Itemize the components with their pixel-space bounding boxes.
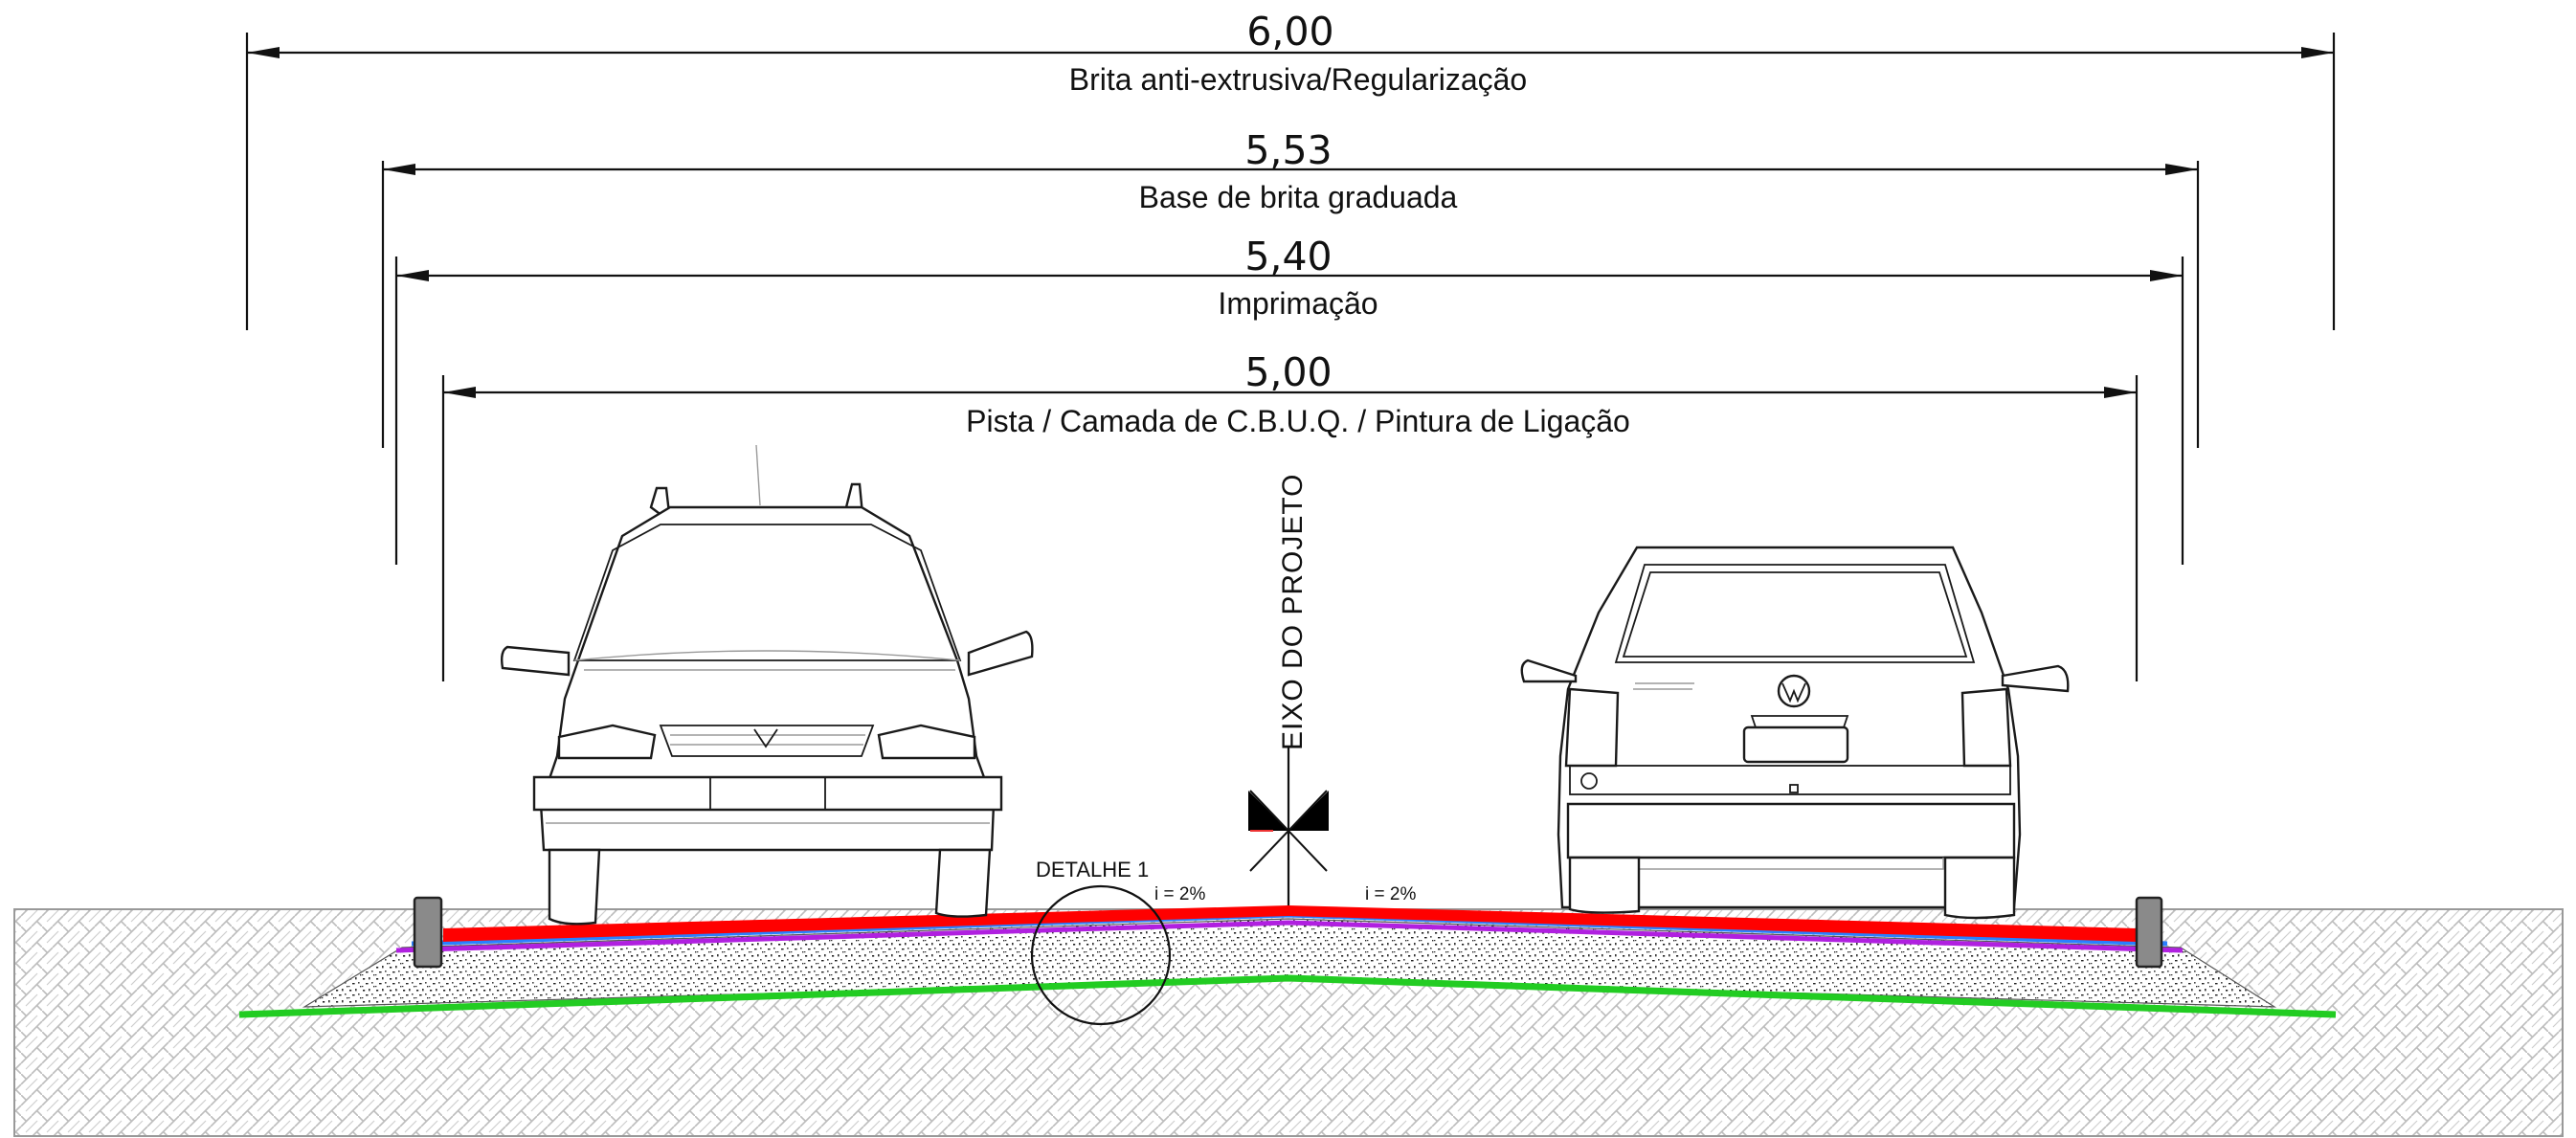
dimension-value: 6,00 [1246, 9, 1333, 55]
dimension-label: Brita anti-extrusiva/Regularização [1069, 62, 1527, 97]
detail-label: DETALHE 1 [1036, 858, 1149, 881]
dimension-value: 5,53 [1244, 127, 1332, 173]
dimension-label: Imprimação [1218, 286, 1378, 321]
dimension-6-00: 6,00 Brita anti-extrusiva/Regularização [245, 9, 2336, 330]
dimension-5-00: 5,00 Pista / Camada de C.B.U.Q. / Pintur… [441, 349, 2139, 681]
dimension-label: Pista / Camada de C.B.U.Q. / Pintura de … [966, 404, 1630, 438]
subgrade-line [238, 974, 2337, 1018]
curb-left [413, 896, 443, 969]
project-axis: EIXO DO PROJETO i = 2% i = 2% [1154, 474, 1416, 905]
pavement-layers [238, 896, 2337, 1018]
slope-left: i = 2% [1154, 884, 1205, 904]
dimension-5-40: 5,40 Imprimação [394, 234, 2184, 565]
axis-label: EIXO DO PROJETO [1277, 474, 1309, 751]
slope-right: i = 2% [1365, 884, 1416, 904]
imprimacao-line [395, 920, 2184, 953]
curb-right [2135, 896, 2163, 969]
dimension-value: 5,00 [1244, 349, 1332, 395]
dimension-value: 5,40 [1244, 234, 1332, 279]
axis-symbol [1248, 790, 1329, 872]
car-front-view [500, 444, 1034, 926]
car-rear-view [1520, 546, 2070, 920]
cbuq-layer [443, 905, 2137, 942]
dimension-label: Base de brita graduada [1139, 180, 1458, 214]
dimension-5-53: 5,53 Base de brita graduada [381, 127, 2200, 448]
detail-1-callout: DETALHE 1 [1030, 858, 1172, 1026]
